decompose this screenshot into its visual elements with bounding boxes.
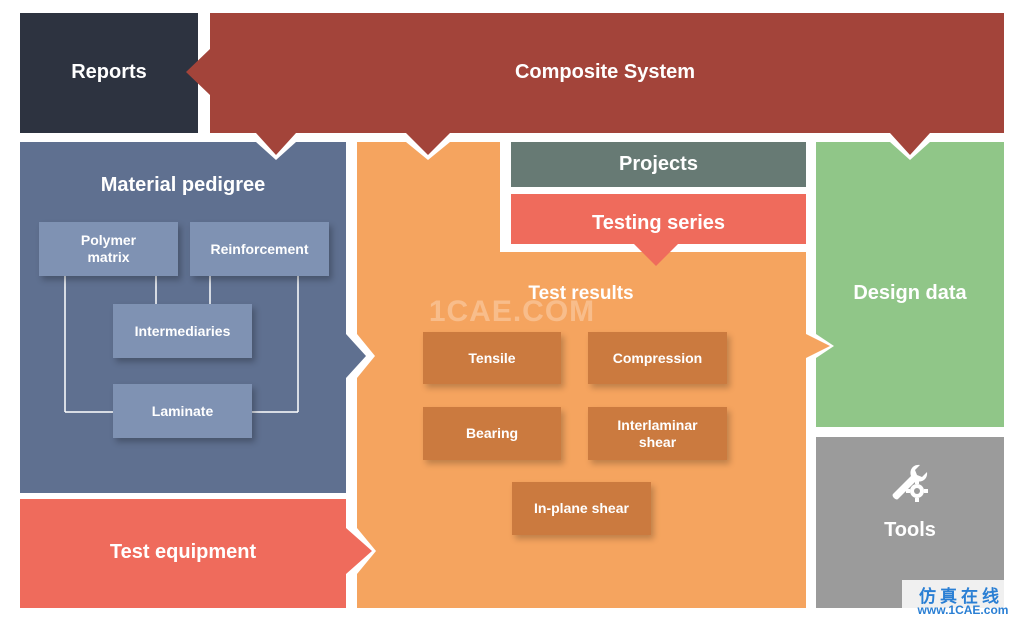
tools-block	[816, 437, 1004, 608]
tensile-chip: Tensile	[423, 332, 561, 384]
material-connectors	[64, 276, 299, 413]
test-results-label: Test results	[528, 283, 634, 305]
intermediaries-chip: Intermediaries	[113, 304, 252, 358]
test-equipment-label: Test equipment	[109, 540, 257, 563]
interlaminar-shear-chip: Interlaminar shear	[588, 407, 727, 460]
tools-label: Tools	[884, 518, 936, 541]
corner-watermark-text: 仿真在线	[919, 587, 1003, 607]
material-pedigree-label: Material pedigree	[100, 173, 266, 196]
design-data-label: Design data	[853, 281, 967, 304]
projects-block	[511, 142, 806, 187]
compression-chip: Compression	[588, 332, 727, 384]
corner-watermark-bg	[902, 580, 1024, 621]
testing-series-label: Testing series	[591, 211, 726, 234]
polymer-matrix-chip: Polymer matrix	[39, 222, 178, 276]
wrench-gear-icon	[892, 464, 928, 502]
in-plane-shear-chip: In-plane shear	[512, 482, 651, 535]
laminate-chip: Laminate	[113, 384, 252, 438]
composite-system-block	[186, 13, 1004, 155]
composite-system-label: Composite System	[514, 60, 696, 83]
center-watermark: 1CAE.COM	[428, 295, 596, 328]
testing-series-block	[511, 194, 806, 266]
projects-label: Projects	[619, 152, 698, 175]
corner-watermark-url: www.1CAE.com	[917, 603, 1009, 617]
reports-label: Reports	[71, 60, 147, 83]
design-data-block	[816, 142, 1004, 427]
bearing-chip: Bearing	[423, 407, 561, 460]
reports-block	[20, 13, 198, 133]
reinforcement-chip: Reinforcement	[190, 222, 329, 276]
test-equipment-block	[20, 499, 372, 608]
